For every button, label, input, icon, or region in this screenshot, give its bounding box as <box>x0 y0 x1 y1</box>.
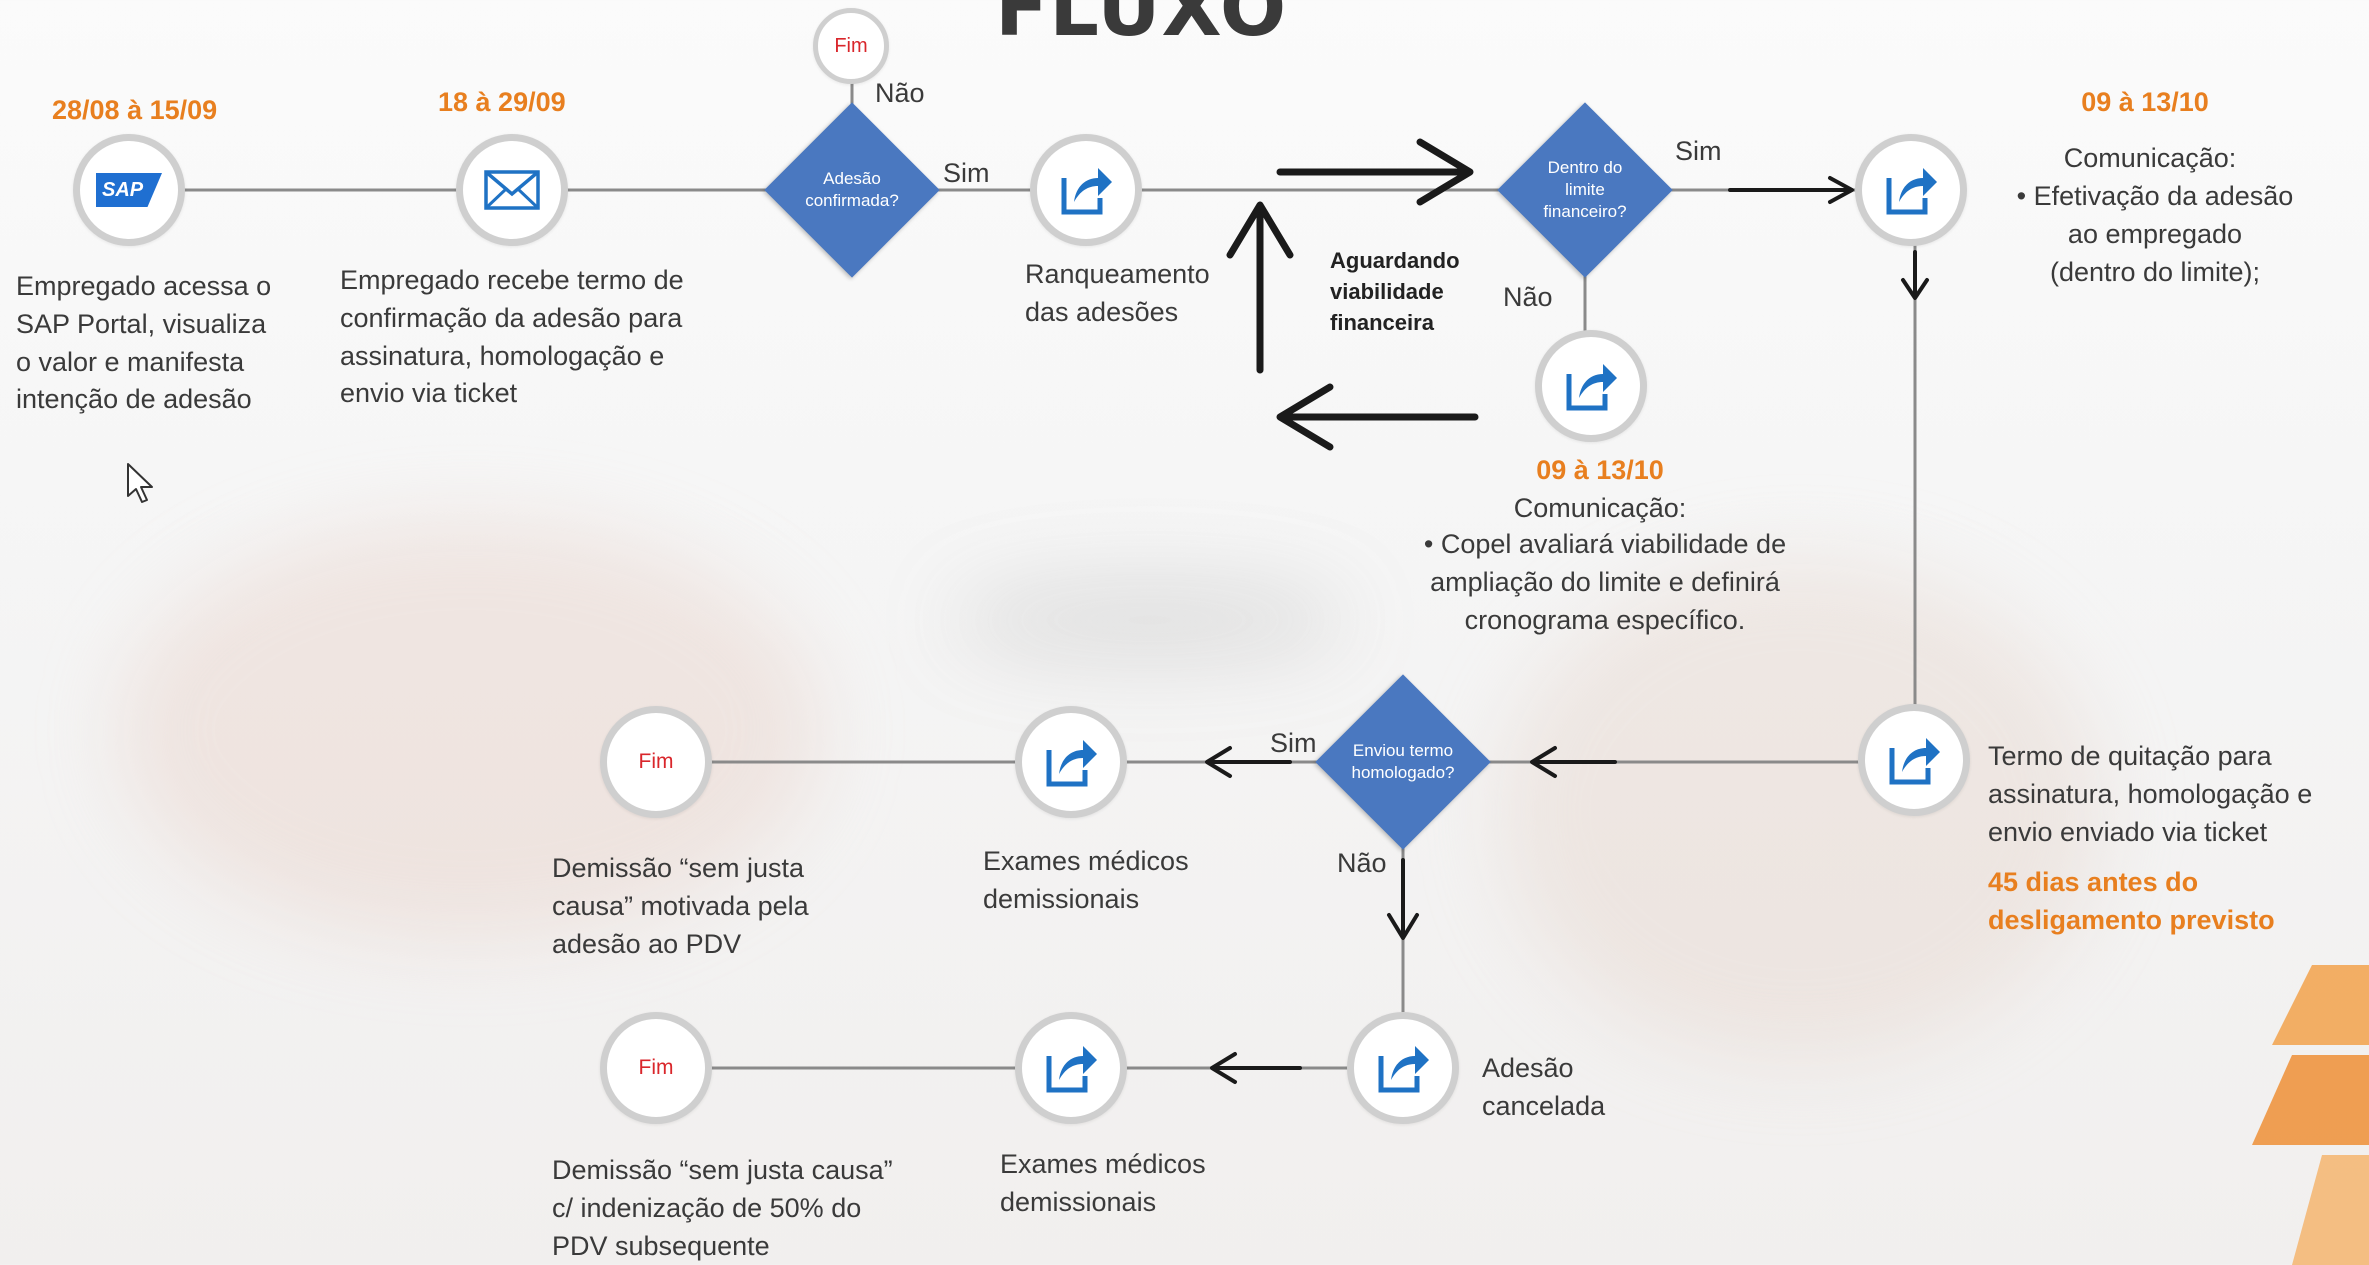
comunicacao-dentro-heading: Comunicação: <box>2063 143 2237 173</box>
fim-1-node: Fim <box>600 706 712 818</box>
sap-logo-icon: SAP <box>96 173 162 207</box>
fim-1-description: Demissão “sem justa causa” motivada pela… <box>552 853 809 959</box>
share-arrow-icon <box>1566 364 1617 411</box>
share-arrow-icon <box>1061 168 1112 215</box>
share-arrow-icon <box>1046 1046 1097 1093</box>
fim-2-node: Fim <box>600 1012 712 1124</box>
email-description: Empregado recebe termo de confirmação da… <box>340 265 684 409</box>
sap-description: Empregado acessa o SAP Portal, visualiza… <box>16 271 272 415</box>
exames-1-description: Exames médicos demissionais <box>983 846 1189 914</box>
share-arrow-icon <box>1886 168 1937 215</box>
comunicacao-fora-date: 09 à 13/10 <box>1536 455 1664 485</box>
exames-2-description: Exames médicos demissionais <box>1000 1149 1206 1217</box>
fim-2-description: Demissão “sem justa causa” c/ indenizaçã… <box>552 1155 893 1261</box>
decision-envio-yes-label: Sim <box>1270 728 1317 758</box>
decision-adesao-label: Adesão confirmada? <box>805 168 899 210</box>
comunicacao-fora-node <box>1535 330 1647 442</box>
decision-limite: Dentro do limite financeiro? <box>1497 102 1673 278</box>
termo-quitacao-node <box>1858 704 1970 816</box>
decision-adesao-no-label: Não <box>875 78 925 108</box>
background-blob <box>950 580 1350 660</box>
background-blob <box>120 520 820 940</box>
sap-date: 28/08 à 15/09 <box>52 95 218 125</box>
fim-label: Fim <box>638 1056 674 1079</box>
decorative-orange-shape <box>2252 965 2369 1265</box>
decision-envio-label: Enviou termo homologado? <box>1351 740 1455 782</box>
page-title: FLUXO <box>995 0 1288 54</box>
share-arrow-icon <box>1889 738 1940 785</box>
comunicacao-dentro-node <box>1855 134 1967 246</box>
exames-1-node <box>1015 706 1127 818</box>
adesao-cancelada-description: Adesão cancelada <box>1482 1053 1606 1121</box>
background-blob <box>1500 560 2100 1060</box>
decision-envio-no-label: Não <box>1337 848 1387 878</box>
comunicacao-dentro-bullet: • Efetivação da adesão ao empregado (den… <box>2016 181 2294 287</box>
share-arrow-icon <box>1046 740 1097 787</box>
termo-quitacao-description: Termo de quitação para assinatura, homol… <box>1988 741 2313 847</box>
exames-2-node <box>1015 1012 1127 1124</box>
decision-limite-label: Dentro do limite financeiro? <box>1543 157 1627 222</box>
envelope-icon <box>484 170 540 210</box>
mouse-cursor-icon <box>127 463 153 503</box>
decision-adesao: Adesão confirmada? <box>764 102 940 278</box>
decision-envio: Enviou termo homologado? <box>1315 674 1491 850</box>
fim-label: Fim <box>834 34 868 57</box>
email-node <box>456 134 568 246</box>
ranqueamento-node <box>1030 134 1142 246</box>
comunicacao-dentro-date: 09 à 13/10 <box>2081 87 2209 117</box>
decision-limite-no-label: Não <box>1503 282 1553 312</box>
sap-logo-text: SAP <box>102 178 144 201</box>
termo-quitacao-deadline: 45 dias antes do desligamento previsto <box>1988 867 2275 935</box>
sap-node: SAP <box>73 134 185 246</box>
share-arrow-icon <box>1378 1046 1429 1093</box>
adesao-cancelada-node <box>1347 1012 1459 1124</box>
fim-top-node: Fim <box>813 8 889 84</box>
fim-label: Fim <box>638 750 674 773</box>
decision-limite-yes-label: Sim <box>1675 136 1722 166</box>
aguardando-description: Aguardando viabilidade financeira <box>1330 248 1460 335</box>
decision-adesao-yes-label: Sim <box>943 158 990 188</box>
ranqueamento-description: Ranqueamento das adesões <box>1025 259 1210 327</box>
comunicacao-fora-heading: Comunicação: <box>1513 493 1687 523</box>
comunicacao-fora-bullet: • Copel avaliará viabilidade de ampliaçã… <box>1423 529 1787 635</box>
email-date: 18 à 29/09 <box>438 87 566 117</box>
